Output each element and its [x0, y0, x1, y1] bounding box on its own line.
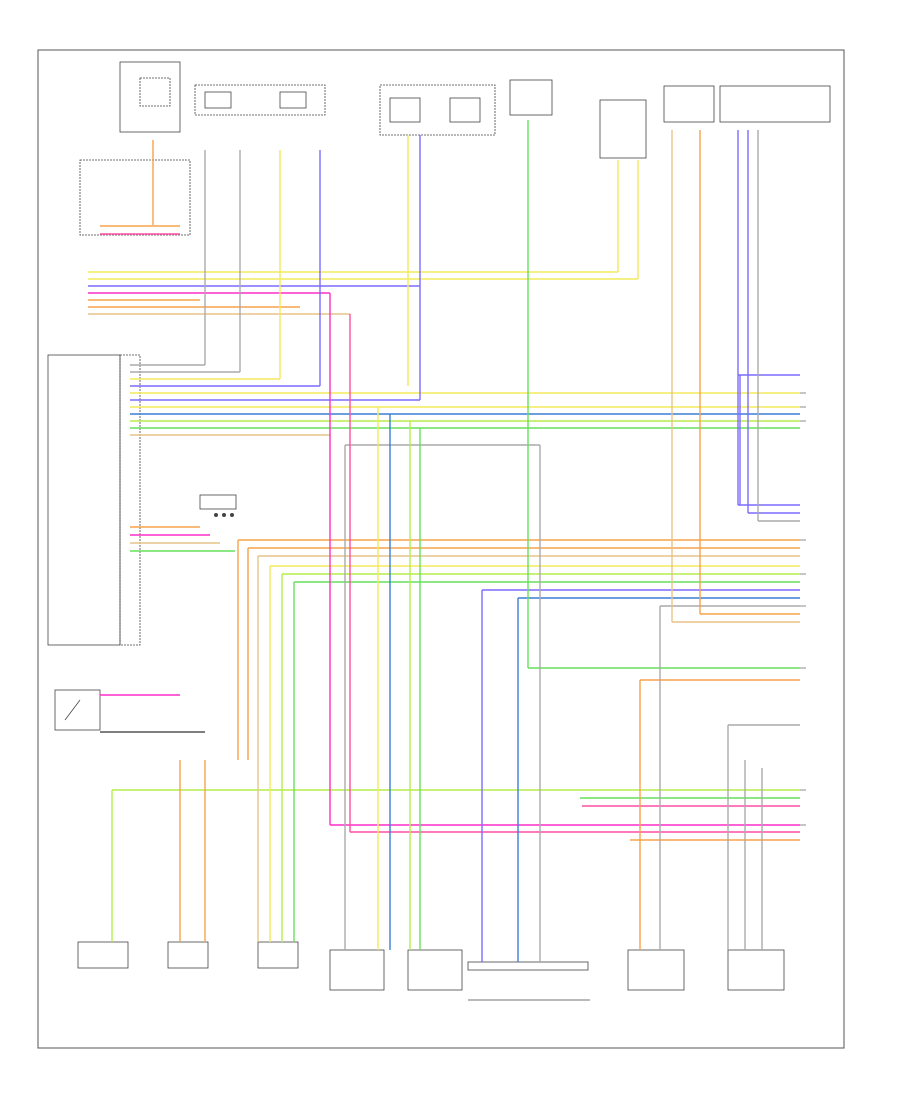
module-left-fuse-box — [79, 159, 191, 236]
wires-horizontal — [88, 225, 800, 841]
right-edge-connector — [800, 392, 806, 826]
module-rf-seat-sensor — [663, 85, 715, 123]
module-front-airbag-connector — [199, 494, 237, 517]
module-top-left-switch — [119, 61, 181, 133]
module-lf-side-airbag — [167, 941, 209, 969]
module-occupant-sensor — [379, 84, 496, 136]
module-rf-side-airbag — [257, 941, 299, 969]
module-passenger-switch — [54, 689, 101, 731]
module-front-airbag-bar — [467, 961, 590, 1001]
module-pass-belt-tensioner — [77, 941, 129, 969]
module-right-seat-belt-switch — [509, 79, 553, 116]
module-lf-seat-belt-sensor — [194, 84, 326, 116]
module-lr-belt-pretensioner — [329, 949, 385, 991]
module-lr-side-curtain — [627, 949, 685, 991]
module-rr-belt-pretensioner — [407, 949, 463, 991]
module-rr-side-curtain — [727, 949, 785, 991]
module-lr-seat-sensor — [719, 85, 831, 123]
wires-vertical — [111, 120, 763, 962]
module-restraints-control-module — [47, 354, 141, 646]
page-border — [37, 49, 845, 1049]
module-driver-side-sensor — [599, 99, 647, 159]
